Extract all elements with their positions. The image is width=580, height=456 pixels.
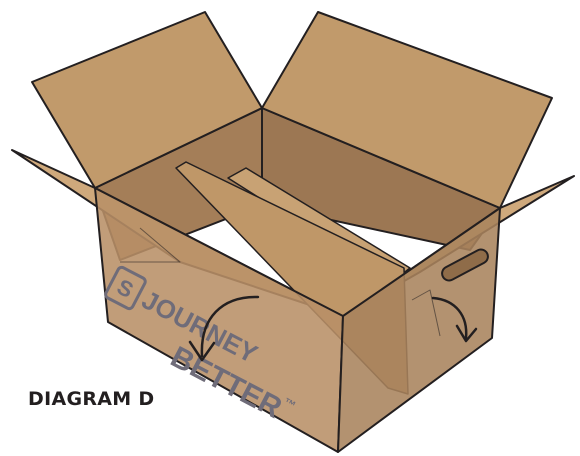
diagram-caption: DIAGRAM D — [28, 388, 154, 410]
